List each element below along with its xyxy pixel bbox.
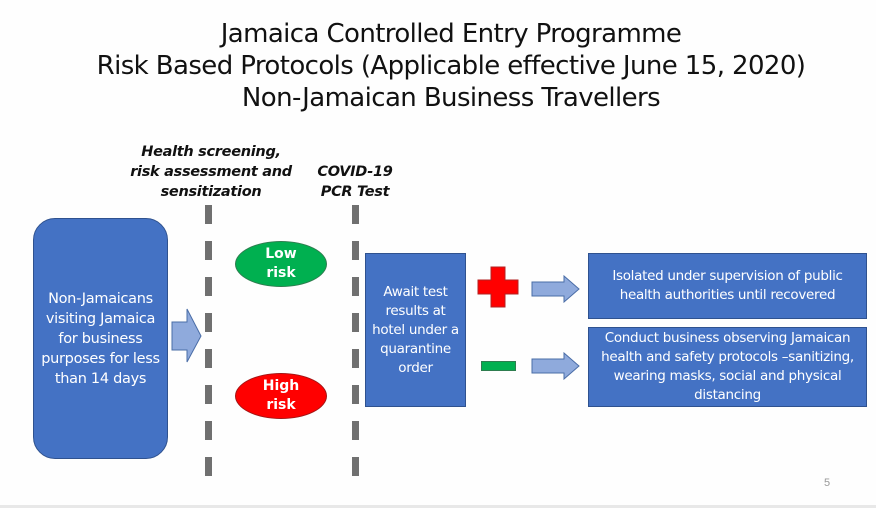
- positive-outcome-box: Isolated under supervision of public hea…: [588, 253, 867, 319]
- await-results-box: Await test results at hotel under a quar…: [365, 253, 466, 407]
- minus-icon: [481, 361, 516, 371]
- right-arrow-icon: [531, 275, 580, 303]
- low-risk-label: Low: [265, 246, 297, 262]
- positive-outcome-text: Isolated under supervision of public hea…: [612, 268, 843, 303]
- traveller-box-text: Non-Jamaicans visiting Jamaica for busin…: [41, 290, 160, 387]
- screening-label-line: risk assessment and: [130, 164, 292, 180]
- plus-icon: [477, 266, 519, 308]
- right-arrow-icon: [171, 308, 202, 363]
- pcr-label-line: COVID-19: [317, 164, 393, 180]
- low-risk-ellipse: Low risk: [235, 241, 327, 287]
- await-results-text: Await test results at hotel under a quar…: [372, 283, 459, 376]
- screening-label-line: sensitization: [160, 184, 262, 200]
- screening-divider-dashed-line: [205, 205, 212, 477]
- title-line-1: Jamaica Controlled Entry Programme: [220, 19, 682, 49]
- high-risk-ellipse: High risk: [235, 373, 327, 419]
- high-risk-label: High: [262, 378, 300, 394]
- title-line-3: Non-Jamaican Business Travellers: [241, 83, 661, 113]
- pcr-stage-label: COVID-19 PCR Test: [305, 162, 405, 202]
- screening-label-line: Health screening,: [141, 144, 281, 160]
- screening-stage-label: Health screening, risk assessment and se…: [126, 142, 296, 202]
- pcr-label-line: PCR Test: [320, 184, 390, 200]
- title-line-2: Risk Based Protocols (Applicable effecti…: [96, 51, 806, 81]
- bottom-border: [0, 505, 876, 508]
- negative-outcome-box: Conduct business observing Jamaican heal…: [588, 327, 867, 407]
- negative-outcome-text: Conduct business observing Jamaican heal…: [601, 330, 854, 403]
- traveller-box: Non-Jamaicans visiting Jamaica for busin…: [33, 218, 168, 459]
- pcr-divider-dashed-line: [352, 205, 359, 477]
- low-risk-label: risk: [266, 265, 296, 281]
- right-arrow-icon: [531, 352, 580, 380]
- high-risk-label: risk: [266, 397, 296, 413]
- slide-title: Jamaica Controlled Entry Programme Risk …: [0, 18, 876, 114]
- page-number: 5: [824, 477, 831, 489]
